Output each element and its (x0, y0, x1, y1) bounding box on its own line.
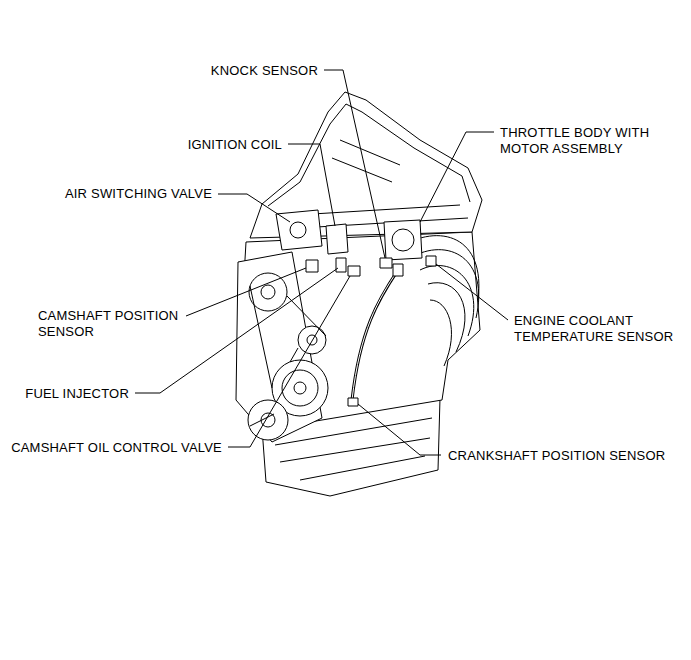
leader-line (436, 264, 508, 320)
leader-line (358, 404, 441, 455)
part-label: FUEL INJECTOR (25, 386, 129, 402)
engine-part-outline (276, 210, 322, 250)
part-label: CRANKSHAFT POSITION SENSOR (448, 448, 665, 464)
leader-line (135, 268, 338, 393)
engine-part-outline (282, 370, 318, 406)
engine-part-outline (428, 283, 465, 352)
part-label: CAMSHAFT POSITION SENSOR (38, 308, 188, 340)
engine-part-outline (326, 224, 348, 254)
leader-line (218, 194, 290, 222)
engine-part-outline (268, 104, 470, 206)
engine-drawing (236, 92, 482, 496)
engine-part-outline (250, 286, 326, 426)
engine-part-outline (380, 258, 392, 268)
engine-part-outline (348, 266, 360, 276)
engine-part-outline (430, 300, 451, 366)
part-label: CAMSHAFT OIL CONTROL VALVE (11, 440, 222, 456)
engine-part-outline (393, 264, 403, 276)
engine-part-outline (420, 266, 474, 336)
engine-part-outline (294, 382, 306, 394)
leader-line (186, 268, 306, 316)
engine-part-outline (384, 220, 422, 260)
engine-part-outline (290, 222, 306, 238)
leader-line (228, 276, 350, 447)
engine-part-outline (306, 260, 318, 272)
engine-part-outline (296, 205, 468, 228)
leader-line (288, 144, 335, 226)
engine-part-outline (352, 270, 398, 400)
engine-part-outline (426, 256, 436, 266)
engine-part-outline (249, 273, 287, 311)
engine-part-outline (332, 140, 400, 182)
part-label: IGNITION COIL (188, 137, 282, 153)
part-label: AIR SWITCHING VALVE (65, 186, 212, 202)
engine-part-outline (261, 285, 275, 299)
engine-part-outline (352, 270, 398, 400)
engine-part-outline (248, 400, 288, 440)
leader-line (420, 132, 494, 222)
part-label: KNOCK SENSOR (211, 63, 318, 79)
part-label: THROTTLE BODY WITH MOTOR ASSEMBLY (500, 125, 660, 157)
part-label: ENGINE COOLANT TEMPERATURE SENSOR (514, 313, 686, 345)
engine-part-outline (336, 258, 346, 272)
engine-part-outline (348, 398, 358, 406)
leader-line (324, 70, 385, 258)
leader-lines (135, 70, 508, 455)
engine-part-outline (392, 229, 414, 251)
